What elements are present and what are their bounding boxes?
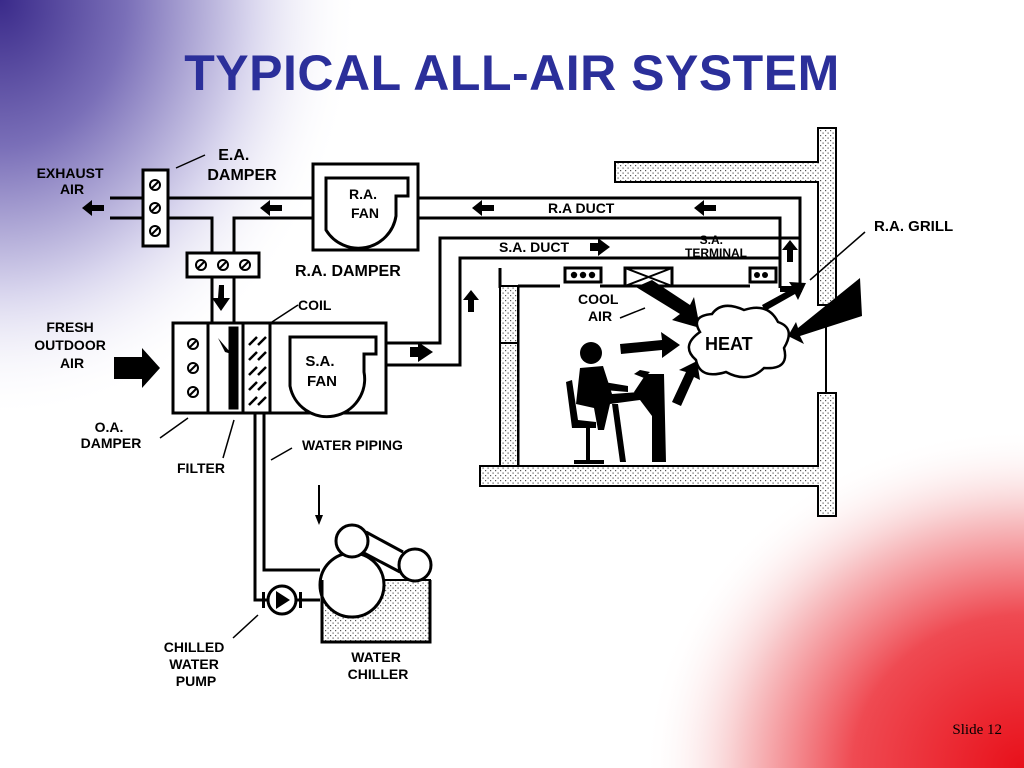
ra-damper-label: R.A. DAMPER [295, 263, 401, 280]
ra-up-arrow [782, 240, 798, 262]
coil-marks [248, 336, 267, 406]
sa-duct [386, 236, 802, 367]
sa-duct-label: S.A. DUCT [499, 239, 569, 255]
sa-fan-scroll [288, 335, 378, 419]
person-heat-arrow-2 [672, 361, 700, 406]
ra-duct-arrow-3 [694, 200, 716, 216]
window-heat-arrow [788, 278, 862, 344]
ra-fan-scroll [324, 176, 410, 250]
cool-air-label: COOL AIR [578, 291, 622, 324]
fresh-outdoor-air-label: FRESH OUTDOOR AIR [34, 319, 109, 371]
oa-damper-blades [187, 338, 199, 398]
fresh-air-arrow [114, 348, 160, 388]
ea-damper-blades [149, 179, 161, 237]
ra-duct-arrow-1 [260, 200, 282, 216]
cool-air-arrow [636, 280, 700, 328]
ra-damper-down-arrow [212, 285, 230, 311]
water-chiller-icon [318, 523, 433, 644]
exhaust-air-label: EXHAUST AIR [37, 165, 108, 197]
sa-out-arrow [410, 342, 433, 362]
sa-fan-label: S.A. FAN [305, 353, 338, 390]
slide-number: Slide 12 [952, 722, 1002, 738]
grill-heat-arrow [762, 282, 806, 311]
sa-duct-arrow [590, 238, 610, 256]
person-at-desk-icon [566, 342, 666, 464]
coil-label: COIL [298, 297, 332, 313]
sa-up-arrow [463, 290, 479, 312]
diffuser-dots [570, 271, 768, 279]
filter-label: FILTER [177, 460, 225, 476]
heat-cloud [687, 304, 791, 379]
flow-arrows [82, 200, 862, 525]
heat-label: HEAT [705, 334, 753, 354]
chilled-water-pump-label: CHILLED WATER PUMP [164, 639, 229, 689]
ea-damper-label: E.A. DAMPER [207, 147, 277, 184]
chilled-water-pump-icon [262, 584, 302, 616]
leader-lines [159, 154, 866, 639]
ra-grill [780, 286, 802, 292]
filter-bar [228, 326, 239, 410]
ra-duct-arrow-2 [472, 200, 494, 216]
person-heat-arrow-1 [620, 332, 680, 358]
slide-title: TYPICAL ALL-AIR SYSTEM [184, 45, 840, 101]
oa-damper-label: O.A. DAMPER [81, 419, 142, 451]
damper-blades [149, 179, 251, 398]
ra-duct-label: R.A DUCT [548, 200, 615, 216]
ra-damper-blades [195, 259, 251, 271]
ra-fan-label: R.A. FAN [349, 186, 381, 221]
coil-flow-arrow [218, 338, 238, 356]
exhaust-arrow [82, 200, 104, 216]
water-chiller-label: WATER CHILLER [348, 649, 409, 682]
labels: EXHAUST AIR E.A. DAMPER R.A. FAN R.A DUC… [34, 147, 953, 689]
sa-terminal-label: S.A. TERMINAL [685, 233, 747, 260]
water-down-arrow [315, 485, 323, 525]
ra-grill-label: R.A. GRILL [874, 218, 953, 235]
water-piping-label: WATER PIPING [302, 437, 403, 453]
